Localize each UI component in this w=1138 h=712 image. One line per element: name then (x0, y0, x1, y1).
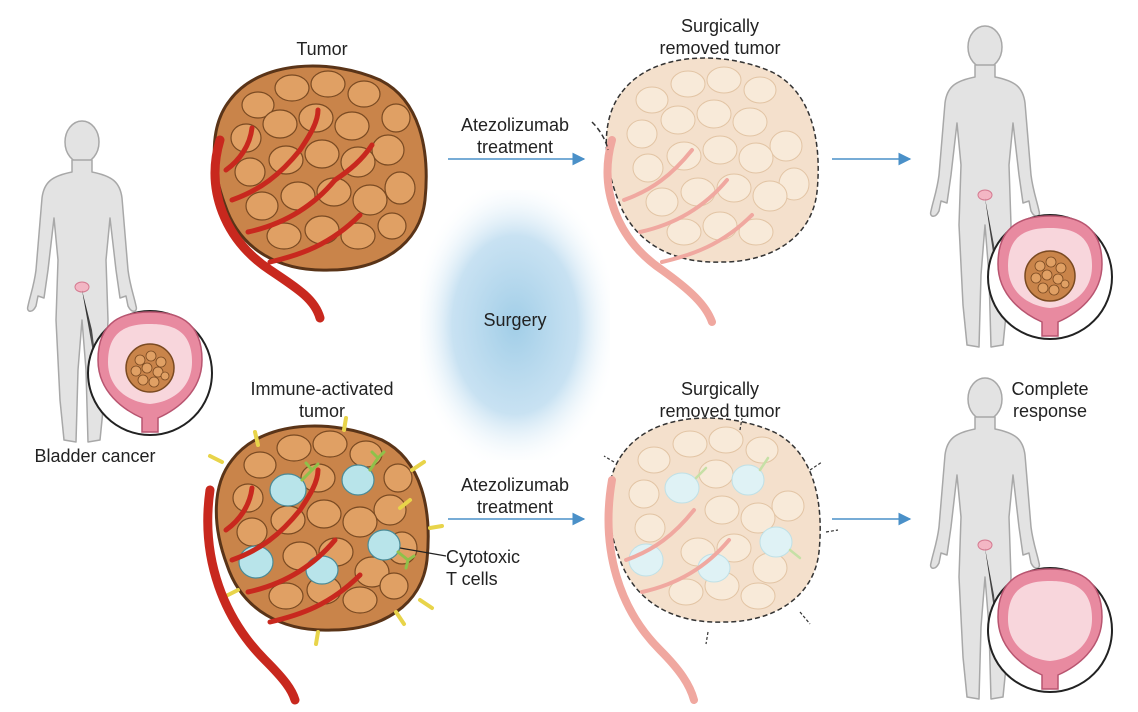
label-treatment-top-line1: Atezolizumab (460, 115, 570, 135)
tumor-top (210, 64, 428, 323)
tumor-bottom (203, 416, 447, 705)
label-bladder-cancer: Bladder cancer (30, 445, 160, 467)
label-removed-top-line2: removed tumor (659, 38, 781, 58)
label-treatment-top: Atezolizumab treatment (440, 114, 590, 158)
removed-tumor-bottom (603, 417, 839, 704)
label-surgery-text: Surgery (483, 310, 547, 330)
label-tcells-line1: Cytotoxic (446, 547, 521, 567)
label-removed-bottom-line1: Surgically (680, 379, 760, 399)
label-removed-bottom-line2: removed tumor (659, 401, 781, 421)
bladder-marker-top-right (977, 189, 993, 201)
tcell-pointer (399, 547, 447, 557)
label-complete-response: Complete response (995, 378, 1105, 422)
label-treatment-top-line2: treatment (476, 137, 554, 157)
label-treatment-bottom-line2: treatment (476, 497, 554, 517)
removed-tumor-top (591, 57, 819, 326)
bladder-inset-left (87, 310, 213, 436)
bladder-marker-left (74, 281, 90, 293)
label-treatment-bottom-line1: Atezolizumab (460, 475, 570, 495)
label-immune-line1: Immune-activated (250, 379, 394, 399)
label-tumor-text: Tumor (296, 39, 348, 59)
label-removed-top: Surgically removed tumor (640, 15, 800, 59)
bladder-inset-top-right (987, 214, 1113, 340)
label-treatment-bottom: Atezolizumab treatment (440, 474, 590, 518)
label-tumor: Tumor (262, 38, 382, 60)
bladder-marker-bottom-right (977, 539, 993, 551)
arrows (448, 152, 912, 526)
surgery-glow (420, 190, 610, 460)
label-tcells-line2: T cells (446, 569, 498, 589)
label-removed-top-line1: Surgically (680, 16, 760, 36)
label-removed-bottom: Surgically removed tumor (640, 378, 800, 422)
label-response-line1: Complete (1011, 379, 1089, 399)
label-bladder-cancer-text: Bladder cancer (34, 446, 156, 466)
label-surgery: Surgery (455, 309, 575, 331)
label-response-line2: response (1012, 401, 1088, 421)
label-immune-line2: tumor (298, 401, 345, 421)
label-immune-activated-tumor: Immune-activated tumor (222, 378, 422, 422)
label-cytotoxic-tcells: Cytotoxic T cells (446, 546, 546, 590)
bladder-inset-bottom-right (987, 567, 1113, 693)
